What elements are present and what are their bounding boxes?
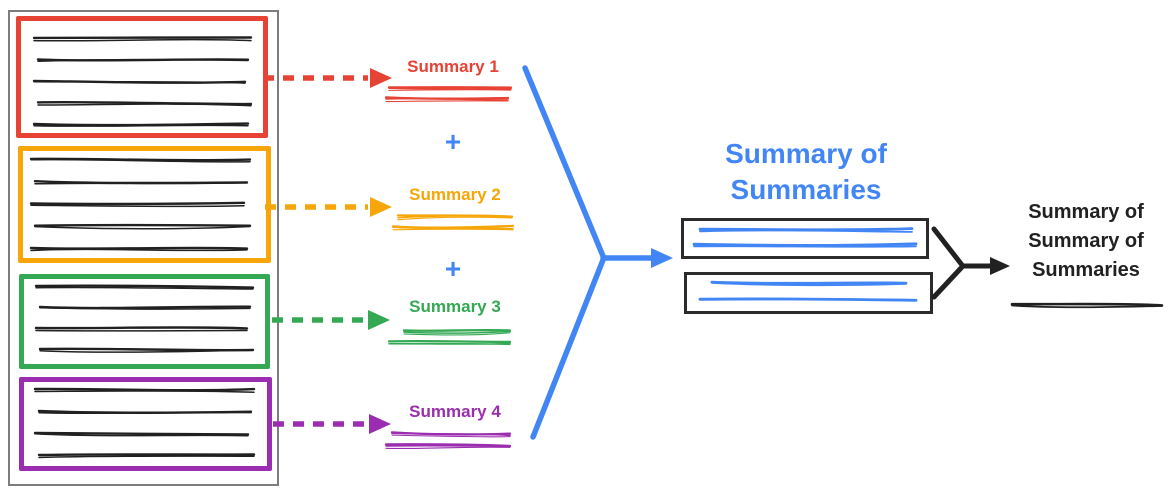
final-merge-arrow-icon (931, 226, 1010, 300)
document-box-2 (18, 146, 271, 263)
document-box-4 (19, 377, 272, 471)
final-summary-label: Summary of Summary of Summaries (1028, 201, 1144, 281)
document-box-3 (19, 274, 270, 369)
summary-1-label: Summary 1 (407, 57, 499, 76)
summary-4-label: Summary 4 (409, 402, 501, 421)
document-box-1 (16, 16, 268, 138)
merged-summary-box-2 (684, 272, 933, 314)
merge-arrow-icon (522, 65, 673, 440)
summary-of-summaries-title: Summary of Summaries (725, 138, 887, 206)
summary-3-label: Summary 3 (409, 297, 501, 316)
plus-sign-2: + (444, 253, 462, 284)
final-summary-scribble (1010, 302, 1164, 309)
summary-2-label: Summary 2 (409, 185, 501, 204)
merged-summary-box-1 (681, 218, 929, 259)
plus-sign-1: + (444, 126, 462, 157)
extract-dashed-arrows (263, 68, 392, 434)
